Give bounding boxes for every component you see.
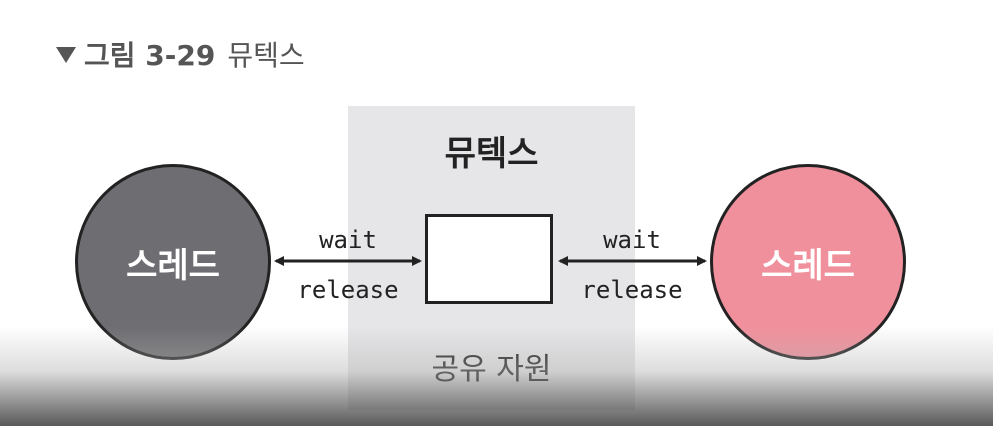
figure-title: 뮤텍스 xyxy=(227,39,305,72)
thread-right-label: 스레드 xyxy=(761,245,855,286)
figure-number: 그림 3-29 xyxy=(84,39,216,72)
triangle-down-icon xyxy=(56,47,76,63)
thread-left-label: 스레드 xyxy=(126,245,220,286)
figure-caption: 그림 3-29 뮤텍스 xyxy=(56,34,305,74)
mutex-label: 뮤텍스 xyxy=(444,134,539,174)
left-release-label: release xyxy=(297,276,399,304)
shared-resource-box xyxy=(425,214,553,304)
left-wait-label: wait xyxy=(319,226,377,254)
right-release-label: release xyxy=(581,276,683,304)
right-wait-label: wait xyxy=(603,226,661,254)
